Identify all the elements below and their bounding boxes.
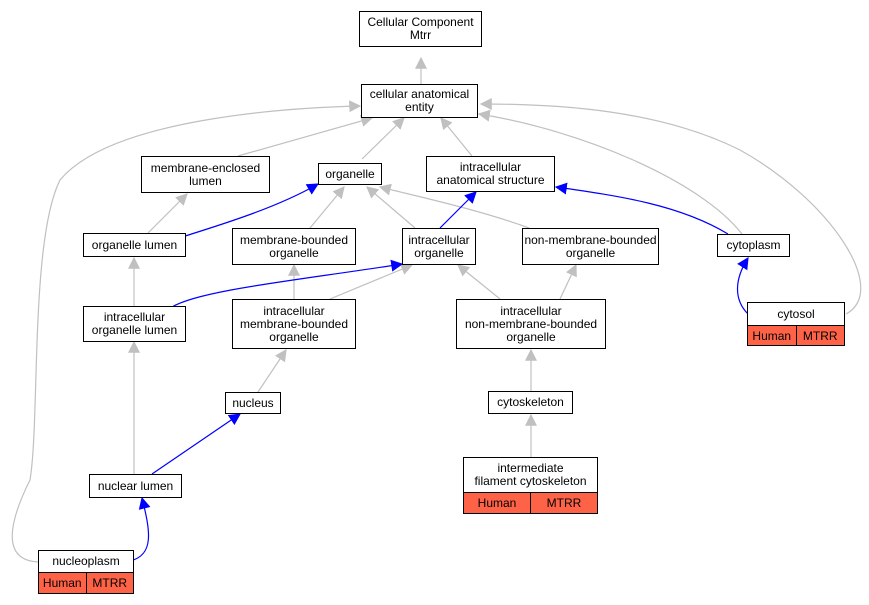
edge-nucleus-to-imbo	[257, 349, 287, 393]
edge-cytoplasm-part-of-ias	[554, 182, 729, 235]
edge-cytosol-part-of-cytoplasm	[737, 256, 749, 315]
edge-cytosol-to-cae	[479, 98, 862, 315]
edge-cytoplasm-to-cae	[477, 109, 743, 235]
annotation-species: Human	[38, 572, 87, 594]
node-cytoskeleton[interactable]: cytoskeleton	[488, 391, 573, 414]
annotation-species: Human	[747, 325, 797, 346]
edge-io-to-organelle	[366, 186, 416, 229]
node-organelle-lumen[interactable]: organelle lumen	[83, 233, 186, 257]
annotation-gene: MTRR	[796, 325, 845, 346]
edge-organelle-to-cae	[361, 117, 405, 160]
annotation-nucleoplasm: Human MTRR	[38, 572, 134, 594]
edge-nmbo-to-organelle	[378, 183, 530, 229]
node-nucleoplasm[interactable]: nucleoplasm	[38, 550, 134, 572]
edge-imbo-to-io	[329, 263, 414, 300]
annotation-species: Human	[463, 492, 531, 514]
edge-nuclear-lumen-part-of-nucleus	[151, 413, 241, 475]
annotation-gene: MTRR	[86, 572, 134, 594]
edge-nucleoplasm-part-of-nuclear-lumen	[129, 496, 151, 562]
edge-ias-to-cae	[440, 117, 473, 157]
annotation-cytosol: Human MTRR	[747, 325, 845, 346]
annotation-gene: MTRR	[531, 492, 598, 514]
edge-inmbo-to-nmbo	[559, 263, 577, 300]
annotation-ifc: Human MTRR	[463, 492, 598, 514]
edge-io-part-of-ias	[439, 191, 477, 229]
node-cytosol[interactable]: cytosol	[747, 302, 845, 325]
edge-iol-part-of-io	[171, 259, 404, 308]
edge-mel-to-cae	[237, 115, 374, 157]
node-nucleus[interactable]: nucleus	[225, 392, 281, 414]
edge-org-lumen-to-mel	[147, 193, 188, 234]
edge-mbo-to-organelle	[309, 186, 345, 229]
edge-inmbo-to-io	[457, 264, 501, 300]
node-cytoplasm[interactable]: cytoplasm	[717, 234, 790, 257]
node-organelle[interactable]: organelle	[318, 163, 382, 185]
edge-org-lumen-part-of-organelle	[181, 183, 320, 238]
edge-nucleoplasm-to-cae	[11, 100, 362, 563]
node-nuclear-lumen[interactable]: nuclear lumen	[89, 474, 182, 498]
